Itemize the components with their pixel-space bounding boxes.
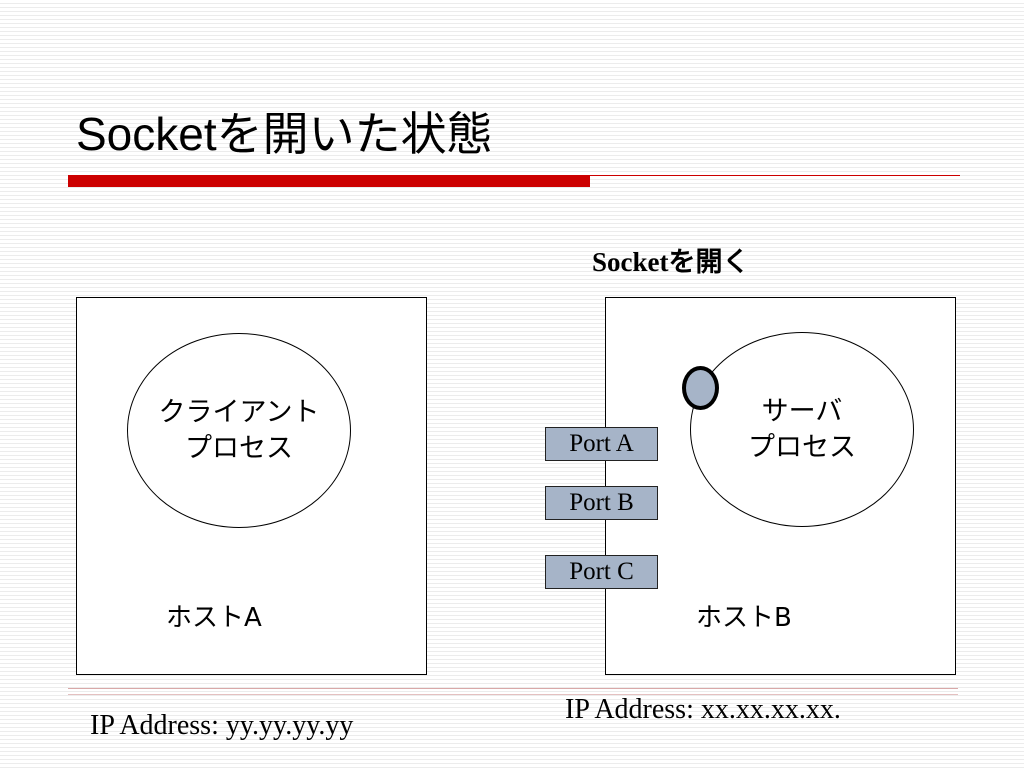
client-process-line2: プロセス: [185, 432, 293, 464]
server-process-line2: プロセス: [748, 431, 856, 463]
footer-divider-secondary: [68, 694, 958, 695]
server-process-line1: サーバ: [761, 395, 843, 427]
client-process-line1: クライアント: [158, 396, 320, 428]
title-underline-line: [590, 175, 960, 176]
port-b-box: Port B: [545, 486, 658, 520]
socket-open-label: Socketを開く: [592, 247, 750, 277]
host-b-ip-address: IP Address: xx.xx.xx.xx.: [565, 694, 841, 725]
client-process-ellipse: クライアント プロセス: [127, 333, 351, 528]
host-b-label: ホストB: [696, 603, 792, 633]
port-c-box: Port C: [545, 555, 658, 589]
slide-title: Socketを開いた状態: [76, 108, 493, 160]
socket-marker: [682, 366, 719, 410]
port-a-box: Port A: [545, 427, 658, 461]
server-process-ellipse: サーバ プロセス: [690, 332, 914, 527]
footer-divider: [68, 688, 958, 689]
host-a-ip-address: IP Address: yy.yy.yy.yy: [90, 710, 354, 741]
host-a-label: ホストA: [166, 603, 262, 633]
title-underline-bar: [68, 175, 590, 187]
